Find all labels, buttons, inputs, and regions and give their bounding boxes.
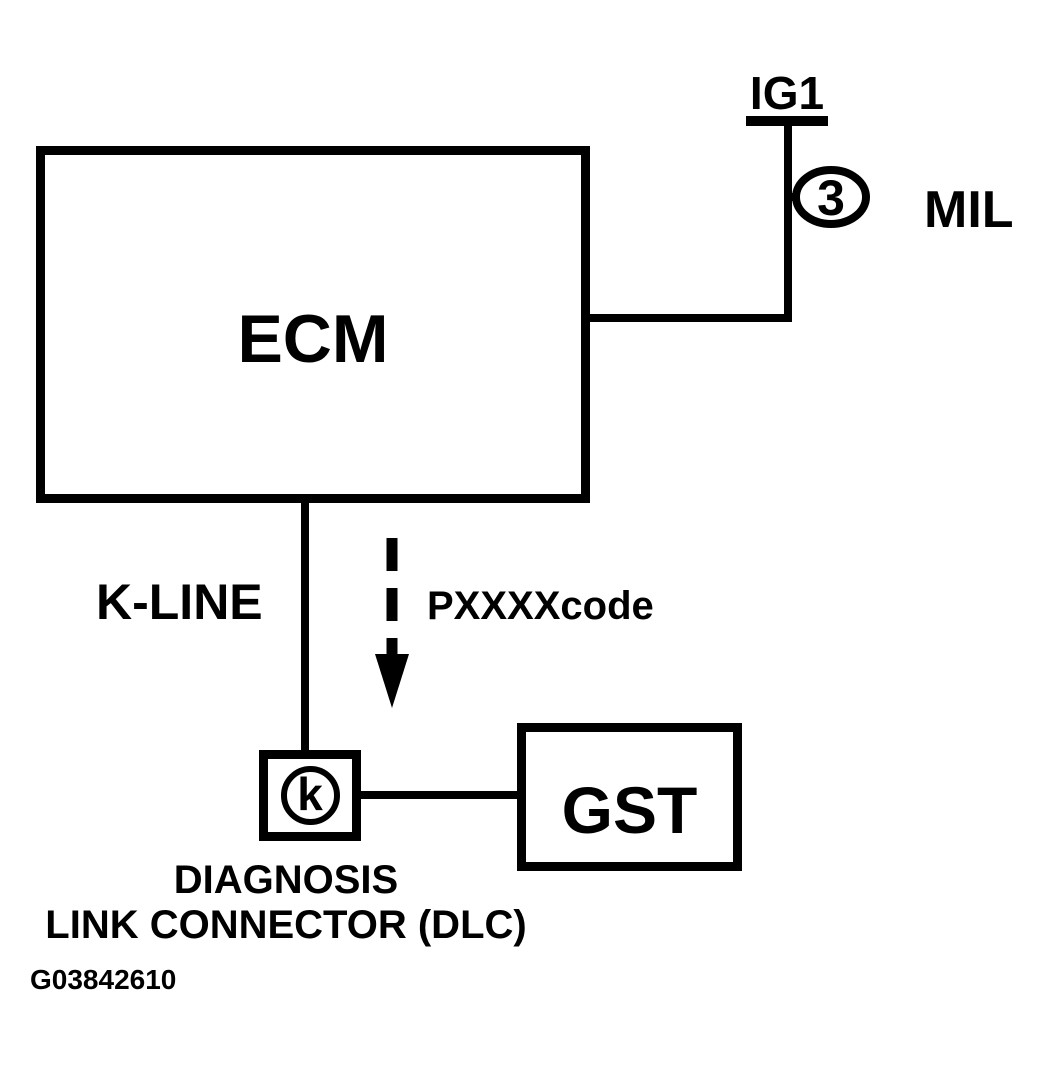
dlc-caption: DIAGNOSIS LINK CONNECTOR (DLC) bbox=[30, 858, 542, 948]
wire-ig1-to-corner bbox=[784, 124, 792, 322]
k-line-label: K-LINE bbox=[96, 574, 263, 630]
wire-k-line bbox=[301, 499, 309, 754]
dashed-down-arrow-icon bbox=[375, 538, 409, 708]
ig1-power-rail bbox=[746, 116, 828, 126]
k-glyph: k bbox=[297, 767, 323, 820]
lamp-filament-glyph: 3 bbox=[817, 170, 845, 226]
dlc-caption-line1: DIAGNOSIS bbox=[173, 858, 399, 902]
ecm-label: ECM bbox=[237, 300, 389, 377]
mil-label: MIL bbox=[924, 181, 1014, 239]
arrow-head bbox=[375, 654, 409, 708]
gst-label: GST bbox=[561, 773, 698, 847]
wire-corner-to-ecm bbox=[586, 314, 792, 322]
mil-lamp-icon: 3 bbox=[784, 166, 870, 228]
gst-box: GST bbox=[517, 723, 742, 871]
dlc-caption-line2: LINK CONNECTOR (DLC) bbox=[45, 903, 527, 948]
dlc-box: k bbox=[259, 750, 361, 841]
figure-id: G03842610 bbox=[30, 964, 177, 995]
circled-k-symbol: k bbox=[280, 766, 340, 825]
wire-dlc-to-gst bbox=[357, 791, 521, 799]
ig1-label: IG1 bbox=[749, 67, 825, 119]
ecm-box: ECM bbox=[36, 146, 590, 503]
lamp-bulb-outline bbox=[792, 166, 870, 228]
pxxxx-code-label: PXXXXcode bbox=[427, 584, 654, 628]
